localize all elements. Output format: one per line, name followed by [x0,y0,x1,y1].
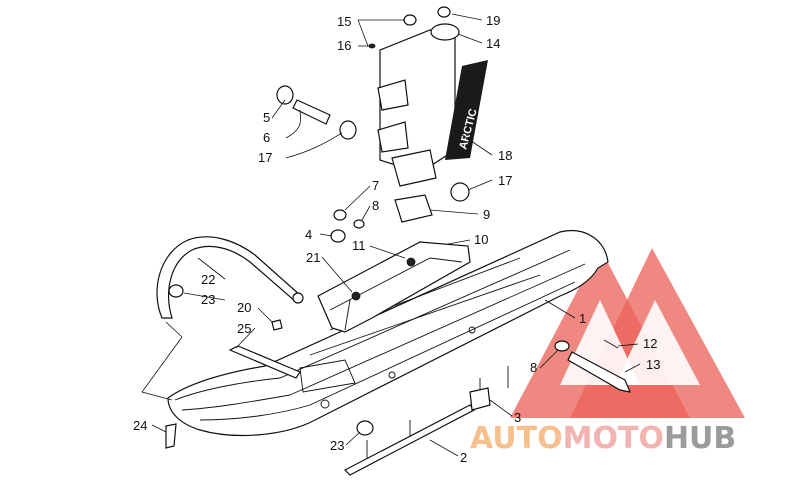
callout-10: 10 [474,232,488,247]
callout-11: 11 [352,238,366,253]
callout-1: 1 [579,311,586,326]
ski-handle-loop [156,236,304,319]
callout-2: 2 [460,450,467,465]
watermark-text-hub: HUB [664,421,736,456]
callout-9: 9 [483,207,490,222]
callout-5: 5 [263,110,270,125]
callout-17-right: 17 [498,173,512,188]
callout-numbers: 15 16 19 14 5 6 17 18 17 9 7 8 4 10 11 2… [133,13,660,465]
ski-body [167,230,609,437]
callout-8-top: 8 [372,198,379,213]
callout-16: 16 [337,38,351,53]
callout-4: 4 [305,227,312,242]
callout-23-left: 23 [201,292,215,307]
callout-6: 6 [263,130,270,145]
watermark-text: AUTOMOTOHUB [470,421,736,456]
watermark-text-moto: MOTO [563,421,664,456]
ski-saddle [317,241,471,333]
callout-8-bottom: 8 [530,360,537,375]
callout-3: 3 [514,410,521,425]
wear-bar [343,366,509,476]
callout-23-bottom: 23 [330,438,344,453]
callout-14: 14 [486,36,500,51]
callout-25: 25 [237,321,251,336]
callout-24: 24 [133,418,147,433]
callout-19: 19 [486,13,500,28]
spindle: ARCTIC [377,6,488,187]
callout-15: 15 [337,14,351,29]
callout-17-left: 17 [258,150,272,165]
small-parts [165,14,631,449]
watermark-text-auto: AUTO [470,421,563,456]
leader-lines [141,13,641,457]
callout-13: 13 [646,357,660,372]
callout-7: 7 [372,178,379,193]
callout-20: 20 [237,300,251,315]
callout-18: 18 [498,148,512,163]
callout-22: 22 [201,272,215,287]
callout-21: 21 [306,250,320,265]
callout-12: 12 [643,336,657,351]
watermark: AUTOMOTOHUB [470,248,745,456]
